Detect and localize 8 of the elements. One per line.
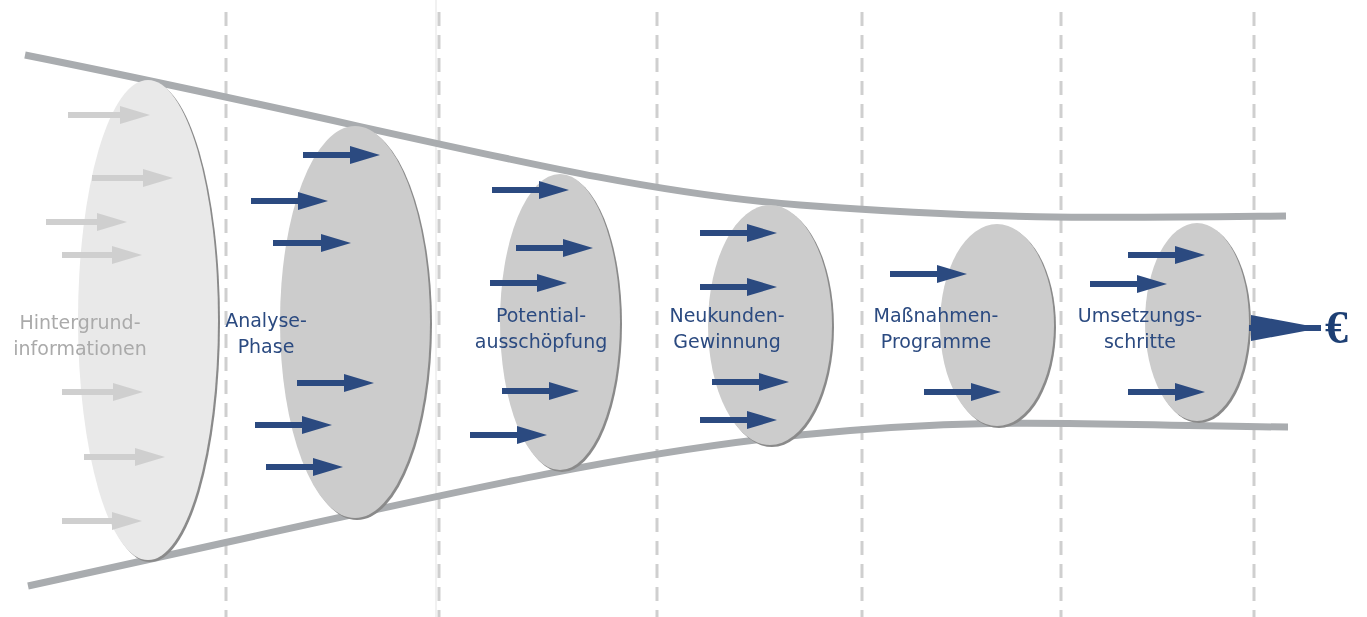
euro-symbol: € — [1325, 305, 1348, 351]
stage-label: Potential-ausschöpfung — [473, 303, 609, 354]
arrow — [1249, 315, 1321, 341]
stage-label: Hintergrund-informationen — [12, 310, 148, 361]
stage-label: Umsetzungs-schritte — [1076, 303, 1204, 354]
stage-label: Maßnahmen-Programme — [872, 303, 1000, 354]
stage-label: Neukunden-Gewinnung — [668, 303, 786, 354]
stage-label: Analyse-Phase — [224, 308, 308, 359]
